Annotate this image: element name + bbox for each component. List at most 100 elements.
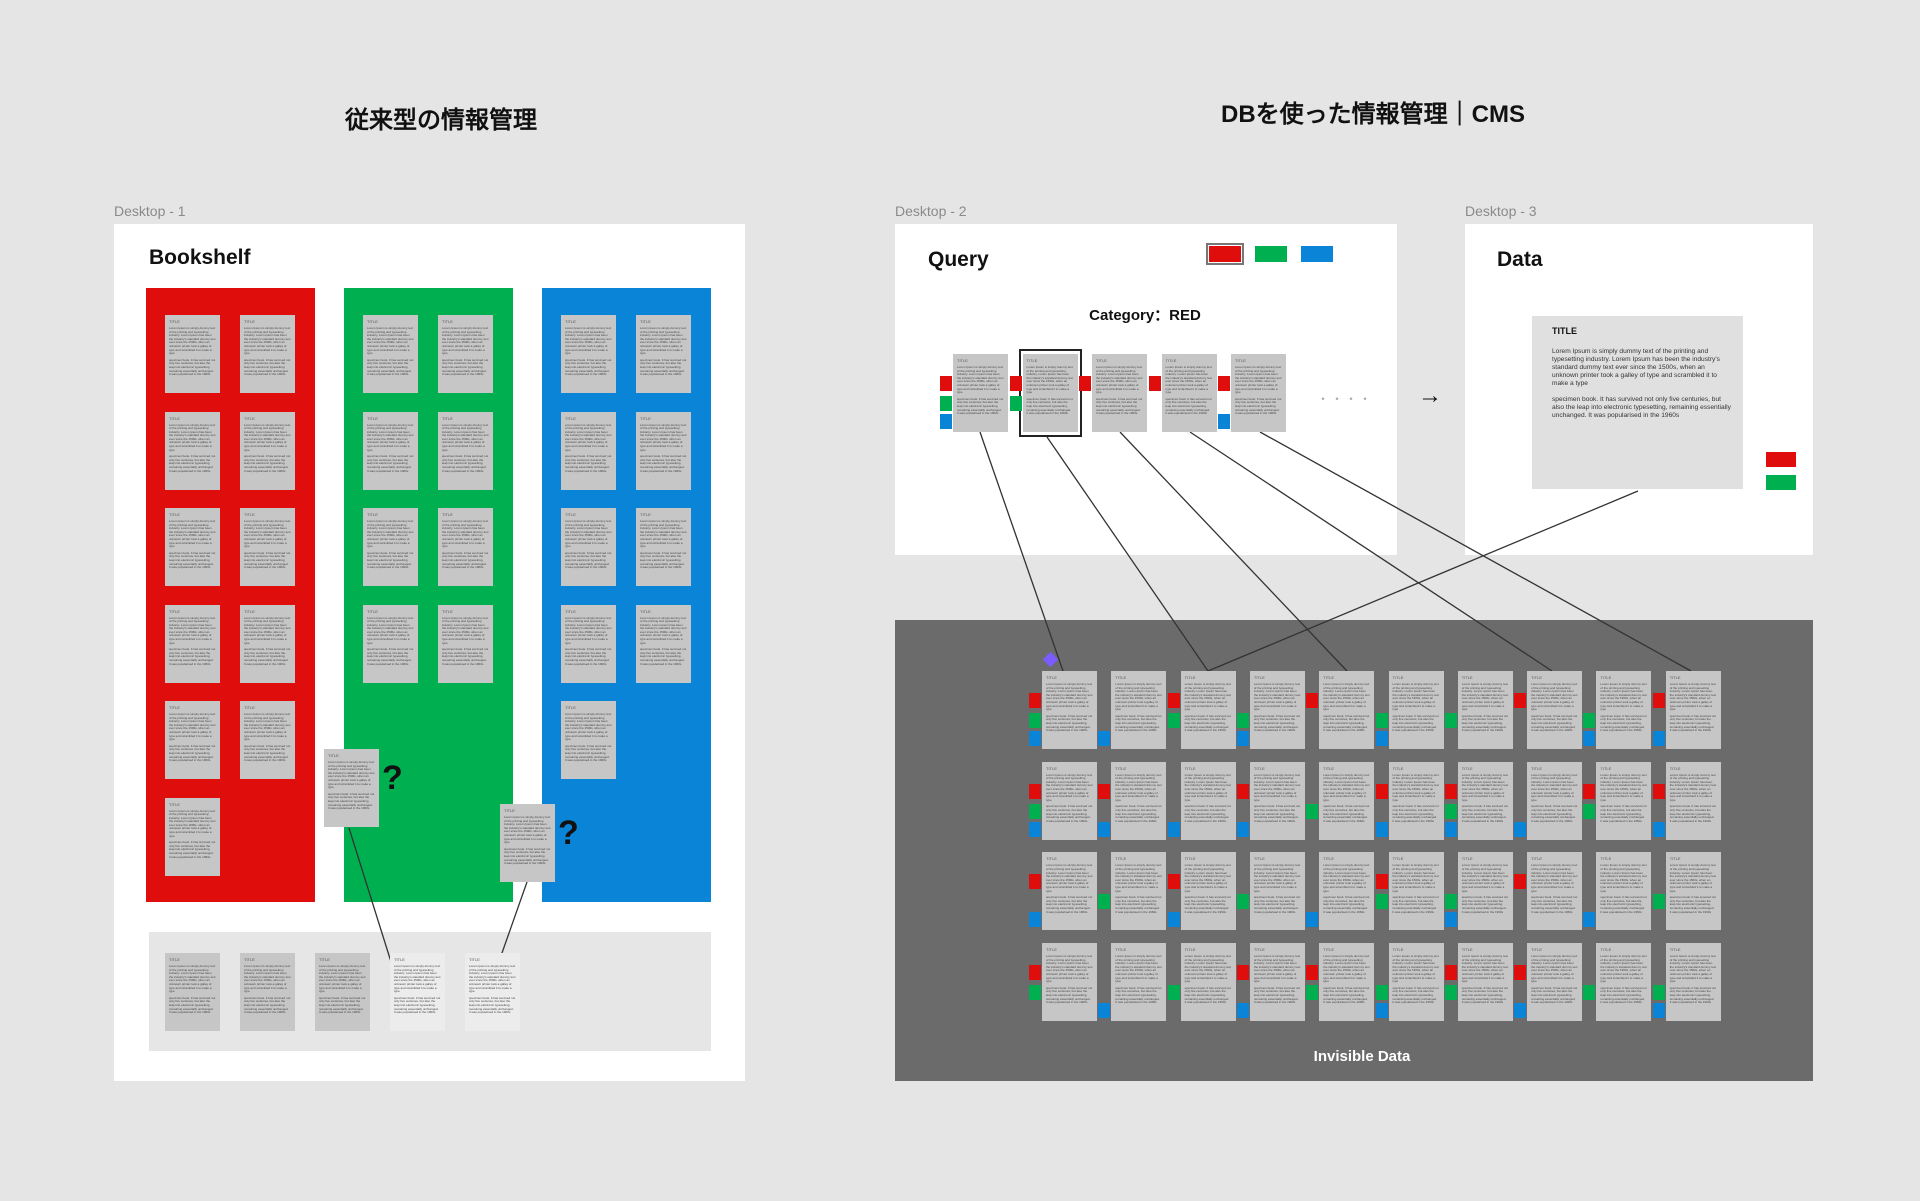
tag-green[interactable] — [1375, 985, 1388, 1001]
tag-red[interactable] — [1444, 783, 1457, 799]
tag-green[interactable] — [1167, 985, 1180, 1001]
tag-green[interactable] — [1444, 894, 1457, 910]
tag-blue[interactable] — [1098, 731, 1111, 746]
tag-blue[interactable] — [1375, 731, 1388, 746]
tag-red[interactable] — [940, 376, 952, 391]
tag-blue[interactable] — [1583, 912, 1596, 928]
tag-blue[interactable] — [1375, 821, 1388, 837]
tag-blue[interactable] — [1652, 1003, 1665, 1019]
tag-green[interactable] — [1167, 713, 1180, 728]
tag-green[interactable] — [1306, 985, 1319, 1001]
tag-blue[interactable] — [1167, 912, 1180, 928]
tag-blue[interactable] — [1029, 731, 1041, 746]
data-detail-card[interactable]: TITLE Lorem Ipsum is simply dummy text o… — [1532, 316, 1743, 489]
tag-red[interactable] — [1514, 965, 1527, 981]
tag-blue[interactable] — [1098, 821, 1111, 837]
tag-green[interactable] — [1652, 894, 1665, 910]
tag-blue[interactable] — [1652, 821, 1665, 837]
tag-green[interactable] — [940, 396, 952, 411]
tag-green[interactable] — [1444, 803, 1457, 819]
data-tag-green[interactable] — [1766, 475, 1796, 490]
tag-green[interactable] — [1098, 894, 1111, 910]
tag-red[interactable] — [1652, 693, 1665, 708]
tag-red[interactable] — [1029, 693, 1041, 708]
data-tag-red[interactable] — [1766, 452, 1796, 467]
tag-blue[interactable] — [1583, 731, 1596, 746]
tag-red[interactable] — [1306, 693, 1319, 708]
tag-blue[interactable] — [1306, 912, 1319, 928]
filter-blue[interactable] — [1301, 246, 1333, 262]
tag-green[interactable] — [1583, 985, 1596, 1001]
tag-red[interactable] — [1375, 783, 1388, 799]
tag-green[interactable] — [1444, 713, 1457, 728]
tag-red[interactable] — [1029, 874, 1041, 890]
tag-blue[interactable] — [1098, 1003, 1111, 1019]
tag-green[interactable] — [1236, 713, 1249, 728]
tag-blue[interactable] — [1167, 821, 1180, 837]
tag-red[interactable] — [1098, 783, 1111, 799]
tag-red[interactable] — [1009, 376, 1022, 391]
tag-blue[interactable] — [1514, 1003, 1527, 1019]
tag-green[interactable] — [1029, 713, 1041, 728]
filter-red[interactable] — [1206, 243, 1244, 265]
tag-green[interactable] — [1029, 803, 1041, 819]
tag-blue[interactable] — [1652, 731, 1665, 746]
tag-green[interactable] — [1444, 985, 1457, 1001]
tag-green[interactable] — [1652, 985, 1665, 1001]
tag-blue[interactable] — [1444, 912, 1457, 928]
filter-green[interactable] — [1255, 246, 1287, 262]
tag-red[interactable] — [1029, 965, 1041, 981]
tag-blue[interactable] — [1029, 912, 1041, 928]
frame-label-desktop-3[interactable]: Desktop - 3 — [1465, 203, 1537, 219]
tag-blue[interactable] — [1029, 821, 1041, 837]
tag-green[interactable] — [1375, 894, 1388, 910]
tag-blue[interactable] — [1236, 731, 1249, 746]
tag-red[interactable] — [1148, 376, 1161, 391]
tag-blue[interactable] — [1375, 1003, 1388, 1019]
tag-red[interactable] — [1167, 874, 1180, 890]
tag-red[interactable] — [1079, 376, 1091, 391]
